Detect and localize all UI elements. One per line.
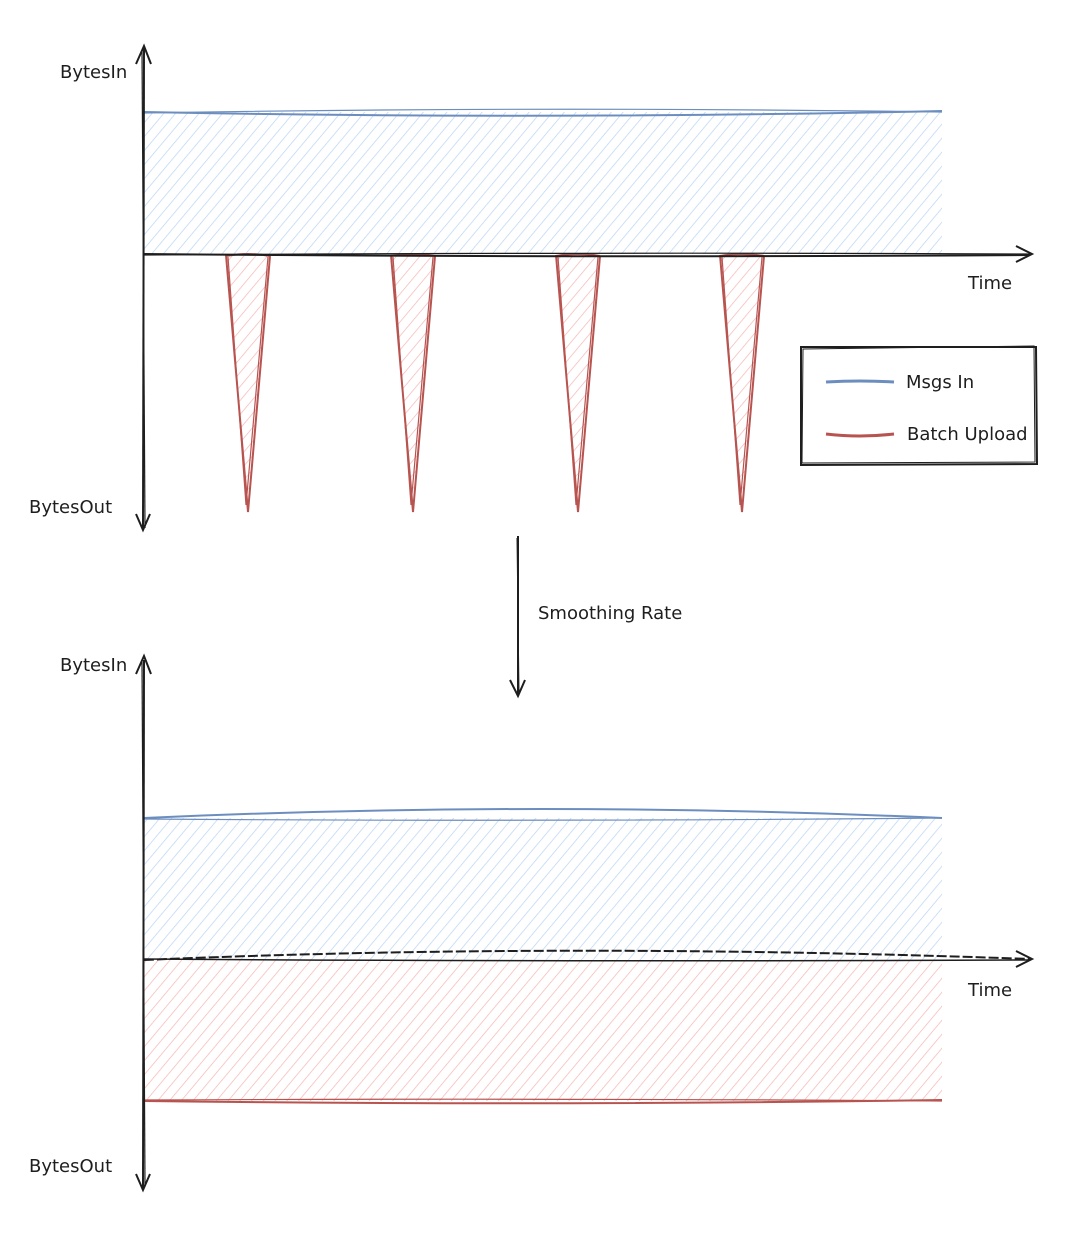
top-bytes-in-line xyxy=(143,110,943,117)
bottom-x-axis-arrowhead xyxy=(1015,950,1035,968)
bottom-x-axis xyxy=(143,949,1035,968)
bottom-bytes-out-line xyxy=(143,1099,943,1105)
top-x-axis-label: Time xyxy=(967,273,1012,294)
bottom-bytes-in-area xyxy=(144,818,942,960)
bottom-y-axis xyxy=(135,653,152,1193)
spike-2 xyxy=(390,253,436,513)
bottom-panel: BytesIn BytesOut Time xyxy=(29,653,1035,1193)
top-bytes-out-spikes xyxy=(225,253,765,513)
bottom-bytes-out-area xyxy=(144,960,942,1101)
bottom-x-axis-label: Time xyxy=(967,980,1012,1001)
bottom-y-axis-down-label: BytesOut xyxy=(29,1156,112,1177)
smoothing-arrowhead xyxy=(509,679,526,699)
smoothing-rate-label: Smoothing Rate xyxy=(538,603,682,624)
top-panel: BytesIn BytesOut Time xyxy=(29,43,1035,533)
bottom-y-axis-up-arrowhead xyxy=(135,653,152,675)
legend-label-batch-upload: Batch Upload xyxy=(907,424,1028,445)
legend-item-batch-upload: Batch Upload xyxy=(825,424,1028,445)
top-y-axis-up-arrowhead xyxy=(135,43,152,65)
top-y-axis-down-label: BytesOut xyxy=(29,497,112,518)
legend: Msgs In Batch Upload xyxy=(800,345,1039,467)
bottom-bytes-in-line xyxy=(143,808,943,819)
bottom-y-axis-down-arrowhead xyxy=(135,1173,151,1193)
legend-label-msgs-in: Msgs In xyxy=(906,372,974,393)
top-x-axis xyxy=(143,245,1035,263)
spike-3 xyxy=(555,253,601,513)
top-x-axis-arrowhead xyxy=(1015,245,1035,263)
bottom-y-axis-up-label: BytesIn xyxy=(60,655,127,676)
smoothing-arrow: Smoothing Rate xyxy=(509,536,682,699)
legend-swatch-batch-upload xyxy=(825,432,895,438)
top-y-axis xyxy=(135,43,152,533)
legend-item-msgs-in: Msgs In xyxy=(825,372,974,393)
top-y-axis-up-label: BytesIn xyxy=(60,62,127,83)
top-bytes-in-area xyxy=(144,112,942,254)
top-y-axis-down-arrowhead xyxy=(135,513,151,533)
spike-1 xyxy=(225,253,271,513)
legend-swatch-msgs-in xyxy=(825,379,895,384)
spike-4 xyxy=(719,253,765,513)
